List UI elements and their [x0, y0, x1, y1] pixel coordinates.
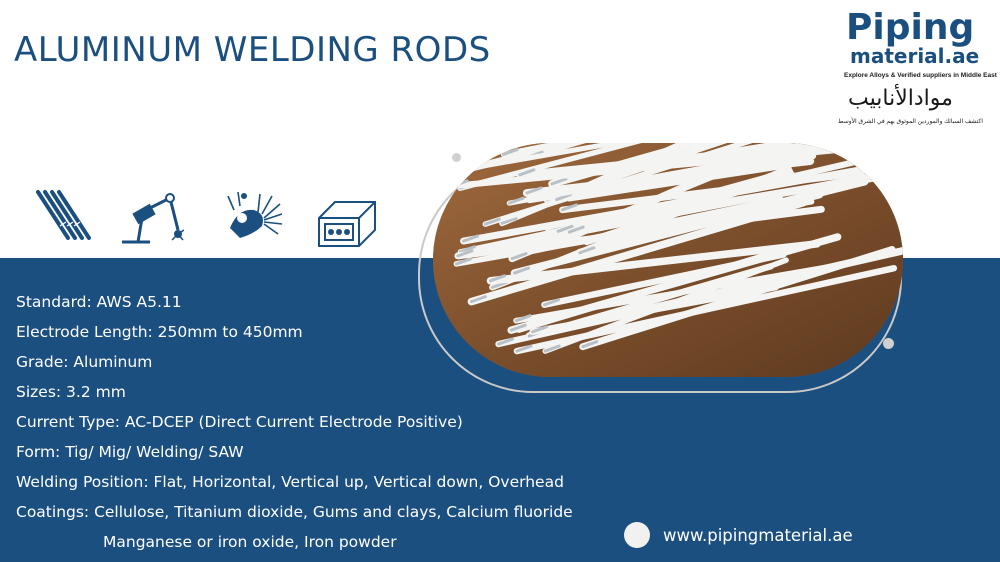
page-title: ALUMINUM WELDING RODS: [14, 30, 491, 70]
rod-tip: [462, 234, 480, 243]
rod-tip: [515, 344, 533, 353]
rod-tip: [518, 168, 536, 177]
rod-tip: [483, 217, 501, 226]
rod-tip: [542, 298, 560, 307]
website[interactable]: www.pipingmaterial.ae: [624, 520, 853, 550]
logo-main-text: Piping: [846, 7, 975, 48]
website-url[interactable]: www.pipingmaterial.ae: [663, 525, 853, 545]
rod: [506, 143, 843, 206]
spec-coatings: Coatings: Cellulose, Titanium dioxide, G…: [16, 503, 573, 521]
logo-tagline: Explore Alloys & Verified suppliers in M…: [844, 72, 997, 79]
rod: [486, 240, 821, 285]
rod: [456, 143, 587, 175]
product-icons: [30, 188, 390, 248]
rod-tip: [489, 274, 507, 283]
spec-sizes: Sizes: 3.2 mm: [16, 383, 126, 401]
rod-tip: [507, 196, 525, 205]
outline-dot: [883, 338, 894, 349]
rod-tip: [555, 193, 573, 202]
rod-tip: [458, 245, 476, 254]
rod-tip: [513, 266, 531, 275]
rod-tip: [509, 323, 527, 332]
spec-list: Standard: AWS A5.11 Electrode Length: 25…: [16, 287, 636, 557]
rod: [460, 143, 630, 173]
welding-rods-photo: [433, 143, 903, 377]
spec-standard: Standard: AWS A5.11: [16, 293, 182, 311]
spec-electrode-length: Electrode Length: 250mm to 450mm: [16, 323, 303, 341]
logo-arabic-text: موادالأنابيب: [848, 86, 953, 111]
website-dot-icon: [624, 522, 650, 548]
rod-tip: [490, 280, 508, 289]
welding-sparks-icon: [227, 191, 283, 238]
rod: [454, 205, 825, 260]
rod: [553, 143, 693, 203]
rod-tip: [454, 257, 472, 266]
spec-form: Form: Tig/ Mig/ Welding/ SAW: [16, 443, 244, 461]
rod-tip: [500, 216, 518, 225]
rod-tip: [469, 295, 487, 304]
rod-tip: [531, 325, 549, 334]
rod-tip: [543, 344, 561, 353]
logo-sub-text: material.ae: [850, 44, 980, 68]
welding-rods-illustration: [433, 143, 903, 377]
rod-tip: [456, 249, 474, 258]
rod-tip: [578, 246, 596, 255]
rod: [482, 143, 753, 227]
spec-coatings-continued: Manganese or iron oxide, Iron powder: [103, 533, 397, 551]
rod-tip: [550, 177, 568, 186]
logo: Piping material.ae Explore Alloys & Veri…: [836, 7, 997, 136]
rod-tip: [560, 203, 578, 212]
spec-welding-position: Welding Position: Flat, Horizontal, Vert…: [16, 473, 564, 491]
rod: [575, 177, 869, 257]
spec-grade: Grade: Aluminum: [16, 353, 153, 371]
rod: [529, 283, 780, 336]
rod-tip: [556, 224, 574, 233]
rod: [566, 167, 793, 236]
rod-tip: [510, 252, 528, 261]
spec-current-type: Current Type: AC-DCEP (Direct Current El…: [16, 413, 463, 431]
rod-tip: [458, 164, 476, 173]
outline-dot: [452, 153, 461, 162]
welding-robot-icon: [122, 193, 184, 244]
rod-tip: [501, 147, 519, 156]
rod-tip: [581, 340, 599, 349]
rod-tip: [525, 186, 543, 195]
welding-rods-icon: [36, 190, 91, 240]
rod-tip: [514, 314, 532, 323]
rod: [522, 157, 815, 197]
logo-arabic-tagline: اكتشف السبائك والموردين الموثوق بهم في ا…: [838, 119, 983, 125]
rod: [507, 233, 842, 334]
rod-tip: [567, 225, 585, 234]
rod-tip: [496, 337, 514, 346]
extrusion-profile-icon: [318, 201, 376, 247]
